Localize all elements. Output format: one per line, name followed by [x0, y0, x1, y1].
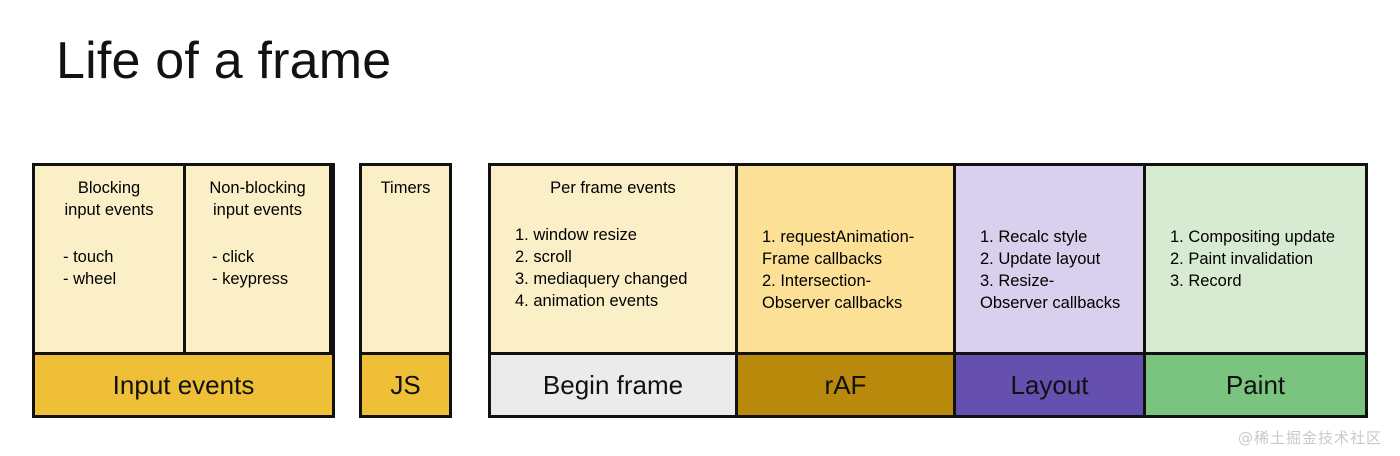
phase-input-events: Input events: [32, 352, 335, 418]
phase-js-label: JS: [390, 370, 421, 400]
list-item: 3. Resize- Observer callbacks: [980, 272, 1121, 313]
non-blocking-input-events-heading: Non-blocking input events: [209, 179, 306, 219]
phase-layout: Layout: [956, 355, 1143, 415]
phase-begin-frame: Begin frame: [491, 355, 735, 415]
phase-begin-frame-label: Begin frame: [542, 370, 684, 400]
raf-callbacks-body: 1. requestAnimation- Frame callbacks 2. …: [738, 166, 953, 355]
timers-heading: Timers: [380, 179, 431, 197]
list-item: 1. requestAnimation- Frame callbacks: [762, 228, 915, 269]
per-frame-events-body: Per frame events 1. window resize 2. scr…: [491, 166, 735, 355]
per-frame-events-list: 1. window resize 2. scroll 3. mediaquery…: [501, 224, 725, 312]
blocking-input-events-list: - touch - wheel: [45, 246, 173, 290]
column-layout: 1. Recalc style 2. Update layout 3. Resi…: [956, 166, 1146, 415]
blocking-input-events-heading: Blocking input events: [64, 179, 154, 219]
phase-layout-label: Layout: [1010, 370, 1089, 400]
phase-raf-label: rAF: [824, 370, 867, 400]
list-item: 2. scroll: [515, 247, 572, 266]
input-events-group: Blocking input events - touch - wheel No…: [32, 163, 335, 418]
raf-callbacks-list: 1. requestAnimation- Frame callbacks 2. …: [748, 226, 943, 314]
column-non-blocking-input-events: Non-blocking input events - click - keyp…: [186, 166, 332, 415]
layout-steps-list: 1. Recalc style 2. Update layout 3. Resi…: [966, 226, 1133, 314]
column-raf: 1. requestAnimation- Frame callbacks 2. …: [738, 166, 956, 415]
non-blocking-input-events-list: - click - keypress: [196, 246, 319, 290]
js-group: Timers JS: [359, 163, 452, 418]
phase-js: JS: [362, 355, 449, 415]
paint-steps-list: 1. Compositing update 2. Paint invalidat…: [1156, 226, 1355, 292]
list-item: - wheel: [63, 269, 117, 288]
non-blocking-input-events-body: Non-blocking input events - click - keyp…: [186, 166, 329, 355]
phase-paint: Paint: [1146, 355, 1365, 415]
paint-steps-body: 1. Compositing update 2. Paint invalidat…: [1146, 166, 1365, 355]
list-item: 3. mediaquery changed: [515, 269, 688, 288]
site-watermark: @稀土掘金技术社区: [1237, 429, 1382, 447]
list-item: 2. Update layout: [980, 250, 1101, 269]
list-item: 1. Compositing update: [1170, 228, 1336, 246]
column-paint: 1. Compositing update 2. Paint invalidat…: [1146, 166, 1365, 415]
list-item: - click: [212, 247, 255, 266]
column-blocking-input-events: Blocking input events - touch - wheel: [35, 166, 186, 415]
phase-paint-label: Paint: [1225, 370, 1286, 400]
list-item: - touch: [63, 247, 114, 266]
timers-body: Timers: [362, 166, 449, 355]
column-timers: Timers JS: [362, 166, 449, 415]
per-frame-events-heading: Per frame events: [550, 179, 676, 197]
list-item: 2. Paint invalidation: [1170, 250, 1314, 269]
blocking-input-events-body: Blocking input events - touch - wheel: [35, 166, 183, 355]
column-begin-frame: Per frame events 1. window resize 2. scr…: [491, 166, 738, 415]
list-item: 1. window resize: [515, 225, 637, 244]
layout-steps-body: 1. Recalc style 2. Update layout 3. Resi…: [956, 166, 1143, 355]
page-title: Life of a frame: [56, 32, 392, 90]
phase-raf: rAF: [738, 355, 953, 415]
phase-input-events-label: Input events: [112, 370, 255, 400]
list-item: 3. Record: [1170, 272, 1242, 291]
list-item: - keypress: [212, 269, 289, 288]
list-item: 4. animation events: [515, 292, 659, 311]
frame-pipeline-group: Per frame events 1. window resize 2. scr…: [488, 163, 1368, 418]
list-item: 1. Recalc style: [980, 228, 1088, 246]
list-item: 2. Intersection- Observer callbacks: [762, 272, 903, 313]
